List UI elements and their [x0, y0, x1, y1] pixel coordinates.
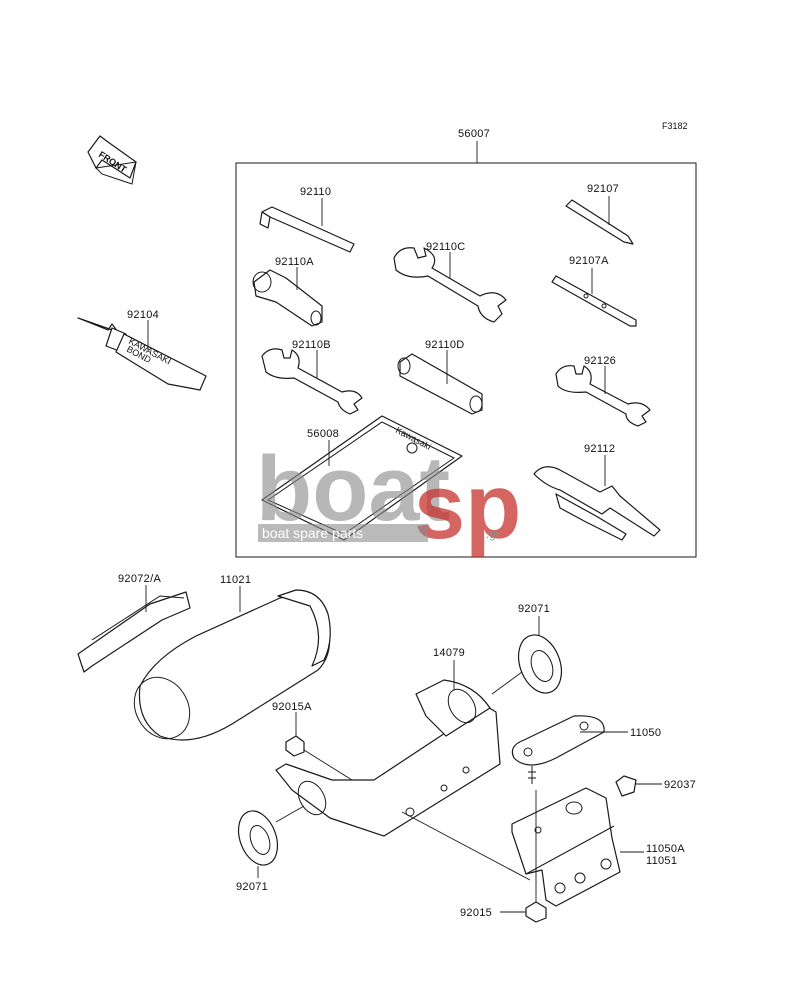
label-92110: 92110: [300, 186, 331, 198]
plate-11050: 11050: [511, 715, 661, 784]
watermark: boat sp .gr boat spare parts: [256, 438, 521, 558]
label-11050A: 11050A: [646, 843, 685, 855]
label-92110A: 92110A: [275, 256, 314, 268]
watermark-main-right: sp: [414, 456, 521, 558]
wrench-92126: 92126: [555, 355, 651, 427]
label-92126: 92126: [584, 355, 616, 367]
mount-11050A: 11050A 11051: [511, 787, 685, 907]
label-11050: 11050: [630, 727, 661, 739]
tool-kit-box: [235, 162, 697, 558]
pliers-92112: 92112: [533, 443, 661, 541]
nut-92015: 92015: [401, 790, 547, 923]
label-92107A: 92107A: [569, 255, 609, 267]
screwdriver-92107A: 92107A: [551, 255, 637, 327]
ring-92071-lower: 92071: [236, 805, 305, 893]
label-92015A: 92015A: [272, 701, 312, 713]
label-92037: 92037: [664, 779, 696, 791]
wrench-92110B: 92110B: [261, 339, 363, 415]
label-92110D: 92110D: [425, 339, 465, 351]
wrench-92110C: 92110C: [393, 241, 507, 323]
label-92107: 92107: [587, 183, 619, 195]
label-56008: 56008: [307, 428, 339, 440]
label-11051: 11051: [646, 855, 677, 867]
ring-92071-upper: 92071: [491, 603, 563, 695]
screwdriver-92107: 92107: [565, 183, 634, 245]
label-14079: 14079: [433, 647, 465, 659]
label-92112: 92112: [584, 443, 615, 455]
label-92015: 92015: [460, 907, 492, 919]
label-92110C: 92110C: [426, 241, 466, 253]
label-92072A: 92072/A: [118, 573, 161, 585]
label-92110B: 92110B: [292, 339, 331, 351]
label-92104: 92104: [127, 309, 159, 321]
canister-11021: 11021: [133, 574, 331, 741]
strap-92072A: 92072/A: [77, 573, 191, 673]
label-11021: 11021: [220, 574, 251, 586]
nut-92015A: 92015A: [272, 701, 353, 781]
bond-tube-92104: KAWASAKI BOND 92104: [77, 309, 207, 391]
label-56007: 56007: [458, 128, 490, 140]
socket-92110A: 92110A: [252, 256, 323, 327]
bracket-14079: 14079: [275, 647, 501, 837]
front-arrow-icon: FRONT: [87, 135, 137, 185]
diagram-code: F3182: [662, 121, 688, 131]
label-92071-lower: 92071: [236, 881, 268, 893]
watermark-suffix: .gr: [486, 529, 500, 541]
watermark-main-left: boat: [256, 438, 450, 540]
label-92071-upper: 92071: [518, 603, 550, 615]
watermark-tagline: boat spare parts: [262, 525, 363, 541]
hex-key-92110: 92110: [259, 186, 355, 253]
wing-nut-92037: 92037: [615, 775, 696, 797]
socket-bar-92110D: 92110D: [397, 339, 483, 415]
